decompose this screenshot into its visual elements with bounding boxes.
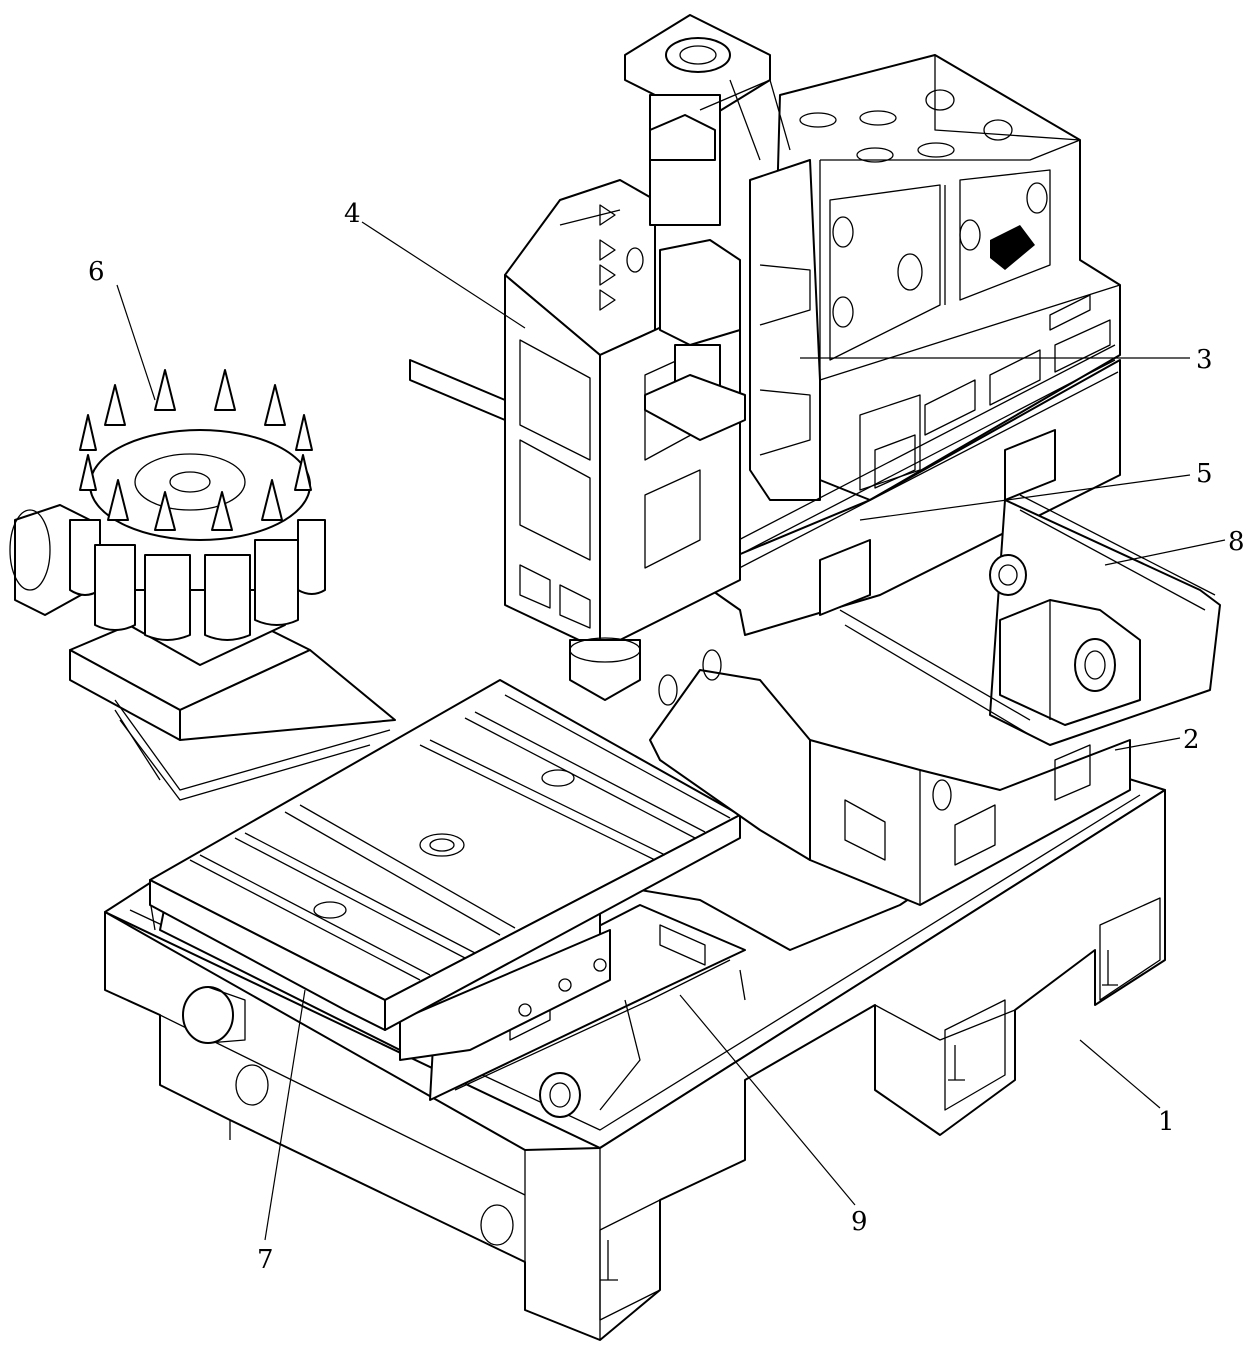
label-3: 3: [1196, 345, 1213, 375]
worktable: [149, 679, 741, 1061]
part-labels: 1 2 3 4 5 6 7 8 9: [88, 199, 1245, 1275]
label-5: 5: [1196, 459, 1213, 489]
column: [749, 54, 1121, 501]
leader-lines: [116, 221, 1226, 1241]
spindle-head: [989, 554, 1141, 726]
label-7: 7: [257, 1245, 274, 1275]
label-1: 1: [1158, 1107, 1175, 1137]
label-2: 2: [1183, 725, 1200, 755]
label-8: 8: [1228, 527, 1245, 557]
label-4: 4: [344, 199, 361, 229]
tool-magazine: [9, 369, 396, 801]
spindle-motor: [624, 14, 791, 441]
x-axis-rail: [409, 344, 1121, 636]
column-base: [649, 649, 1131, 906]
label-9: 9: [851, 1207, 868, 1237]
label-6: 6: [88, 257, 105, 287]
